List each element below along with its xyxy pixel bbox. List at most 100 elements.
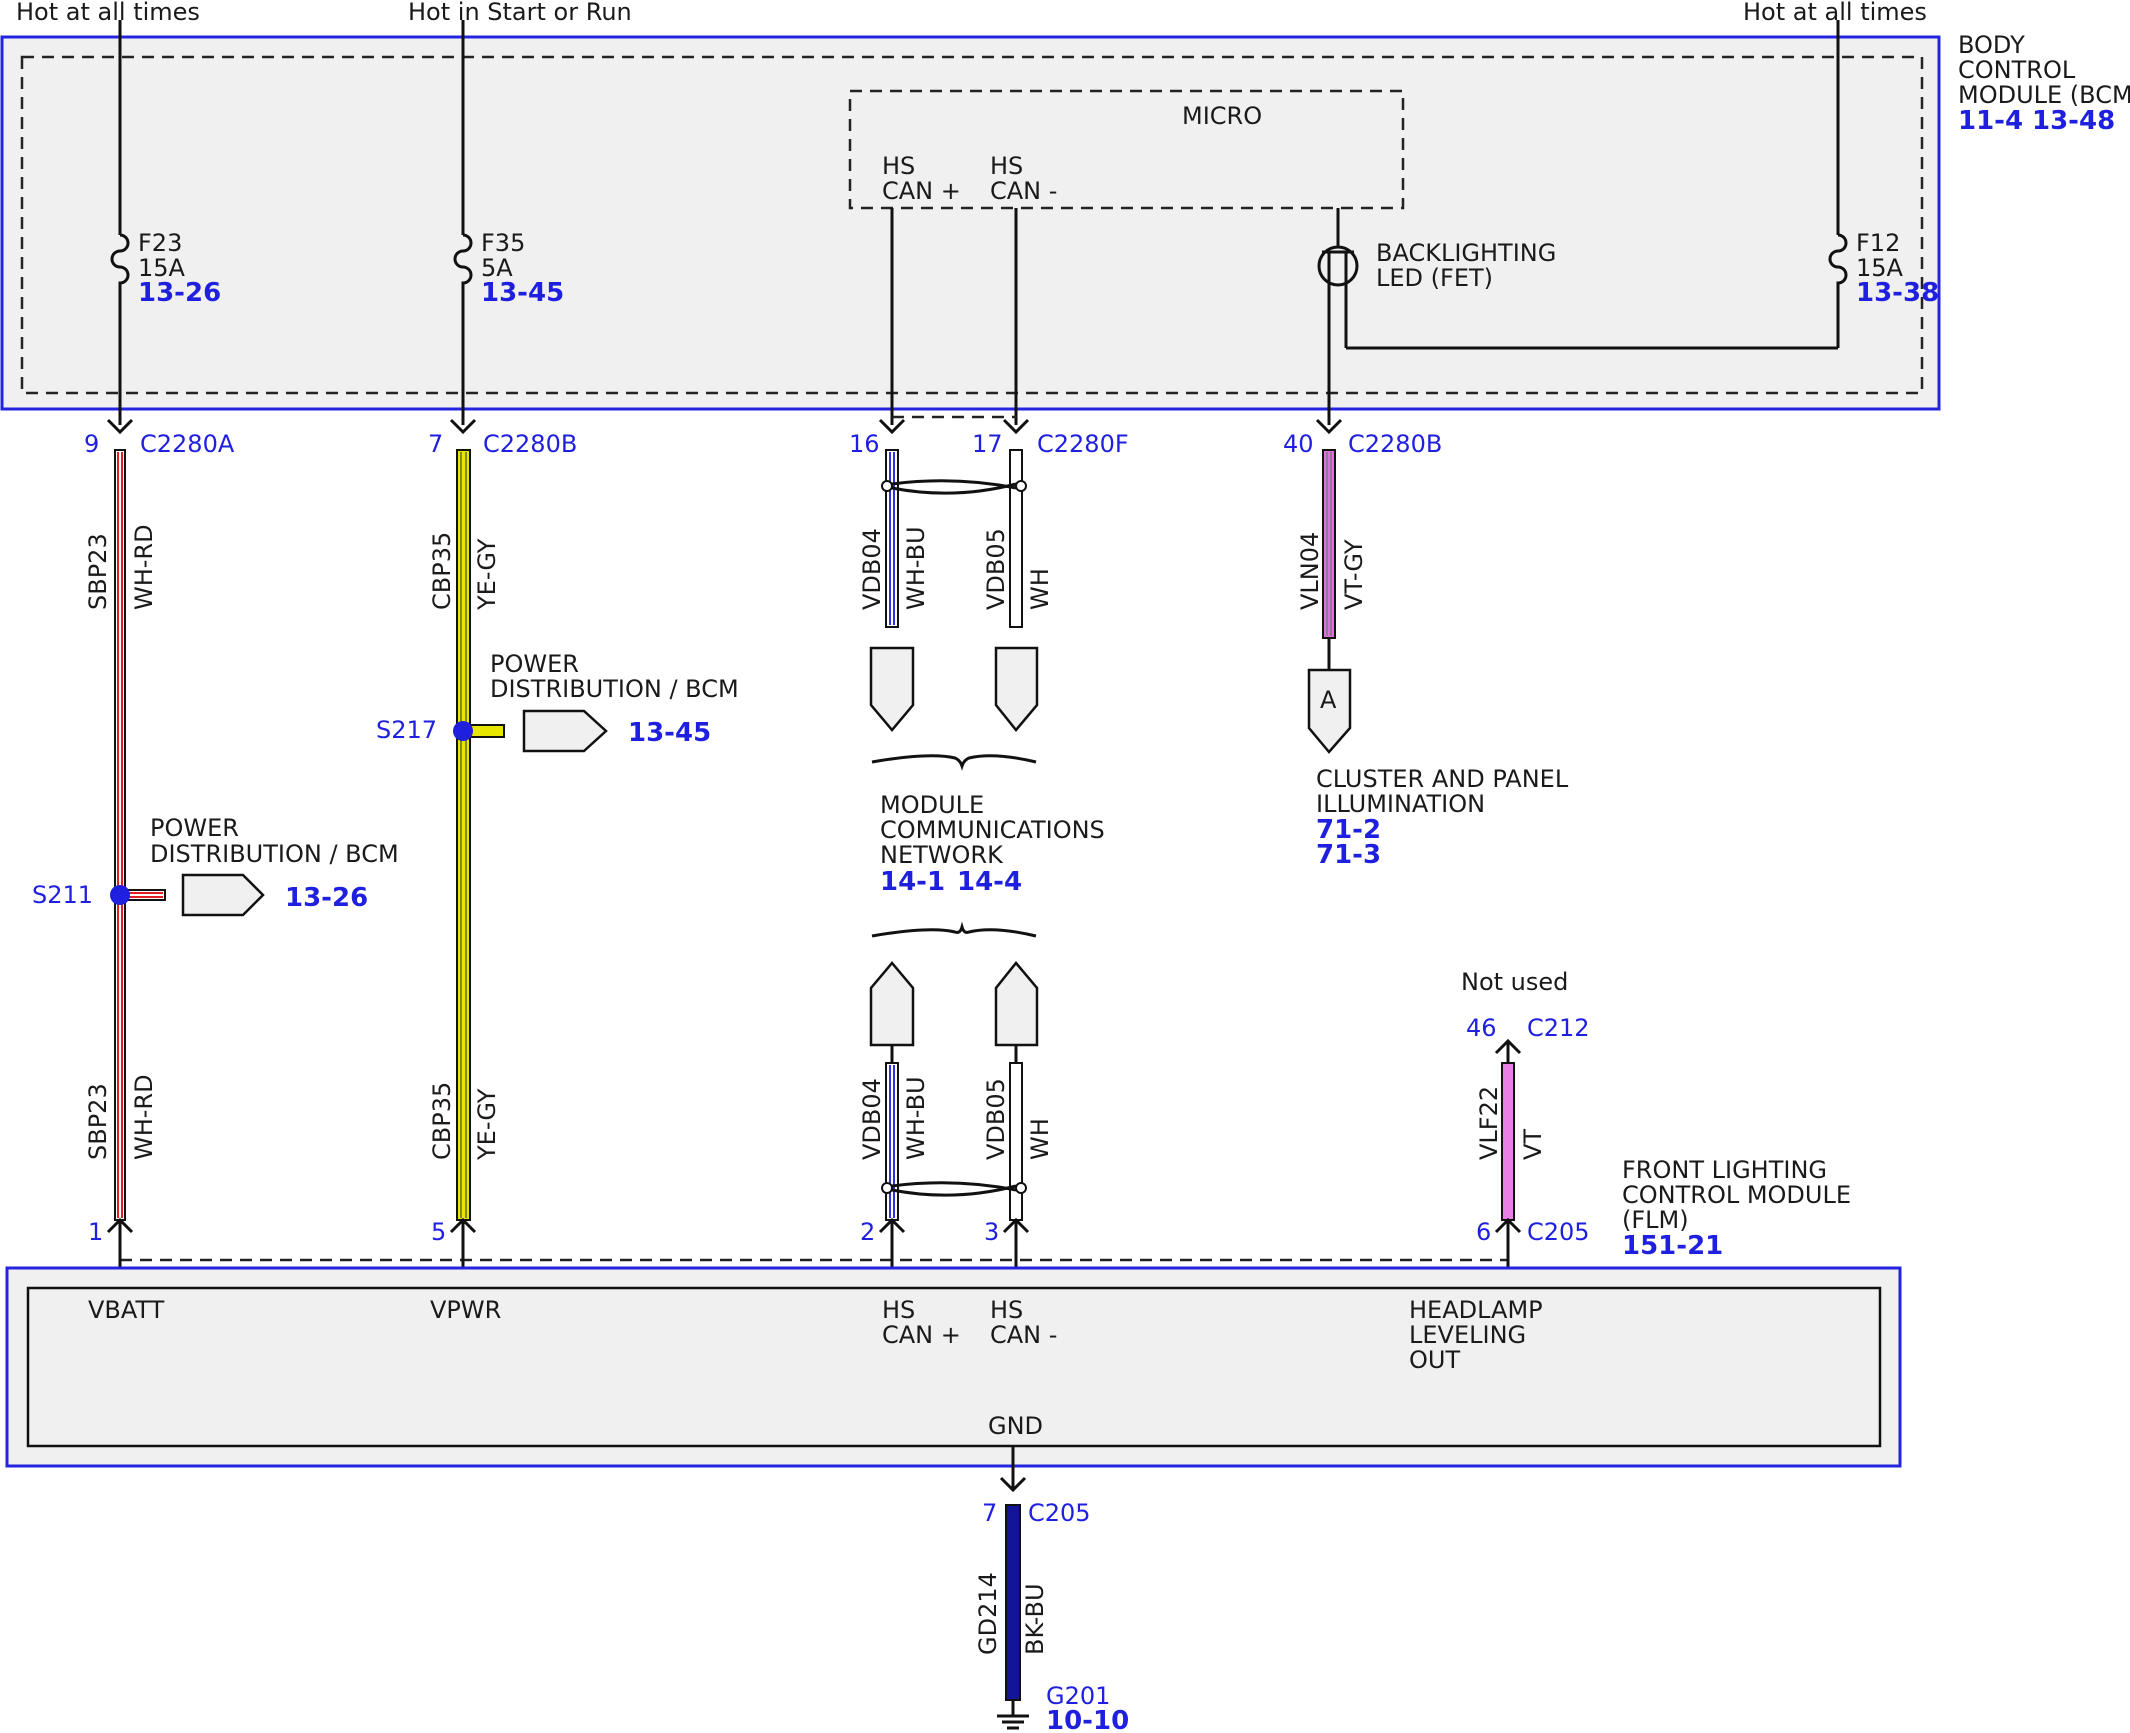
- flm-vpwr: VPWR: [430, 1296, 501, 1324]
- splice-s217: [453, 709, 608, 753]
- splice-s217-id: S217: [376, 716, 437, 744]
- cluster-desc-l1: CLUSTER AND PANEL: [1316, 765, 1569, 793]
- flm-title-line2: CONTROL MODULE: [1622, 1181, 1851, 1209]
- splice-s217-ref[interactable]: 13-45: [628, 718, 711, 748]
- wire-vdb04-color-bottom: WH-BU: [902, 1076, 930, 1160]
- conn-c2280f: C2280F: [1037, 430, 1129, 458]
- ground-symbol-icon: [997, 1700, 1029, 1730]
- bcm-ref-1[interactable]: 11-4: [1958, 106, 2023, 136]
- power-label-f12: Hot at all times: [1743, 0, 1927, 26]
- conn-c2280a: C2280A: [140, 430, 235, 458]
- conn-c212: C212: [1527, 1014, 1590, 1042]
- wire-vdb05-upper: [1009, 449, 1023, 628]
- cluster-ref-1[interactable]: 71-2: [1316, 815, 1381, 845]
- fuse-f23-ref[interactable]: 13-26: [138, 278, 221, 308]
- pin-40: 40: [1283, 430, 1314, 458]
- bcm-title-line1: BODY: [1958, 31, 2025, 59]
- wire-sbp23-circuit-bottom: SBP23: [84, 1083, 112, 1160]
- fuse-f23-name: F23: [138, 229, 182, 257]
- network-ref-2[interactable]: 14-4: [957, 867, 1022, 897]
- wire-cbp35-circuit-top: CBP35: [428, 532, 456, 610]
- flm-headlamp-l2: LEVELING: [1409, 1321, 1526, 1349]
- bcm-title-line2: CONTROL: [1958, 56, 2076, 84]
- bcm-outline: [0, 35, 1941, 411]
- wire-vlf22: [1501, 1062, 1515, 1221]
- flm-ref[interactable]: 151-21: [1622, 1231, 1723, 1261]
- wire-vdb04-lower: [885, 1062, 899, 1221]
- wire-vdb05-color-top: WH: [1026, 568, 1054, 610]
- connector-c205-7-icon: [999, 1476, 1027, 1493]
- pin-7: 7: [428, 430, 443, 458]
- network-ref-arrow-vdb05-icon: [994, 646, 1039, 732]
- power-label-f35: Hot in Start or Run: [408, 0, 632, 26]
- network-brace-top-icon: [871, 754, 1037, 771]
- micro-block: [848, 89, 1405, 210]
- connector-c2280f-16-icon: [878, 418, 906, 435]
- cluster-ref-2[interactable]: 71-3: [1316, 840, 1381, 870]
- wire-cbp35: [456, 449, 471, 1221]
- bcm-module: BODY CONTROL MODULE (BCM) 11-4 13-48 MIC…: [0, 20, 2130, 425]
- splice-s211-id: S211: [32, 881, 93, 909]
- flm-gnd: GND: [988, 1412, 1043, 1440]
- ground-ref[interactable]: 10-10: [1046, 1706, 1129, 1733]
- conn-c2280b: C2280B: [483, 430, 577, 458]
- fuse-f12-icon: [1828, 233, 1848, 300]
- network-desc-l1: MODULE: [880, 791, 984, 819]
- splice-s217-arrow-icon: [522, 709, 608, 753]
- fuse-f35-ref[interactable]: 13-45: [481, 278, 564, 308]
- network-ref-arrow-up-vdb05-icon: [994, 961, 1039, 1047]
- bcm-hs-can-minus-l2: CAN -: [990, 177, 1057, 205]
- splice-s211: [110, 873, 265, 917]
- fuse-f12-ref[interactable]: 13-38: [1856, 278, 1939, 308]
- conn-c2280b-40: C2280B: [1348, 430, 1442, 458]
- wire-cbp35-circuit-bottom: CBP35: [428, 1082, 456, 1160]
- power-label-f23: Hot at all times: [16, 0, 200, 26]
- connector-c2280b-40-icon: [1315, 418, 1343, 435]
- wire-vdb04-color-top: WH-BU: [902, 526, 930, 610]
- ground-pin-7: 7: [982, 1499, 997, 1527]
- wire-vdb04-upper: [885, 449, 899, 628]
- flm-title-line1: FRONT LIGHTING: [1622, 1156, 1827, 1184]
- fuse-f12-name: F12: [1856, 229, 1900, 257]
- wire-vdb05-lower: [1009, 1062, 1023, 1221]
- wire-vln04-color: VT-GY: [1340, 539, 1368, 610]
- top-connectors: [106, 415, 1343, 435]
- micro-label: MICRO: [1182, 102, 1262, 130]
- flm-inner: [26, 1286, 1882, 1448]
- bcm-hs-can-plus-l2: CAN +: [882, 177, 961, 205]
- pin-6: 6: [1476, 1218, 1491, 1246]
- splice-s211-arrow-icon: [181, 873, 265, 917]
- splice-s211-desc-l1: POWER: [150, 814, 239, 842]
- bcm-hs-can-minus-l1: HS: [990, 152, 1023, 180]
- flm-hs-can-minus-l1: HS: [990, 1296, 1023, 1324]
- splice-s217-desc-l1: POWER: [490, 650, 579, 678]
- bcm-inner-boundary: [20, 55, 1924, 395]
- network-ref-arrow-up-vdb04-icon: [869, 961, 915, 1047]
- wire-vln04-circuit: VLN04: [1296, 532, 1324, 610]
- wire-sbp23-color-top: WH-RD: [130, 524, 158, 610]
- wire-sbp23-circuit-top: SBP23: [84, 533, 112, 610]
- connector-c2280a-icon: [106, 418, 134, 435]
- splice-s211-ref[interactable]: 13-26: [285, 883, 368, 913]
- flm-headlamp-l3: OUT: [1409, 1346, 1460, 1374]
- wire-gd214-color: BK-BU: [1021, 1583, 1049, 1655]
- connector-c2280b-icon: [449, 418, 477, 435]
- wire-sbp23-color-bottom: WH-RD: [130, 1074, 158, 1160]
- pin-46: 46: [1466, 1014, 1497, 1042]
- network-brace-bottom-icon: [871, 921, 1037, 938]
- fuse-f35-icon: [453, 233, 473, 300]
- bcm-ref-2[interactable]: 13-48: [2032, 106, 2115, 136]
- wire-gd214-circuit: GD214: [974, 1572, 1002, 1655]
- fuse-f12-rating: 15A: [1856, 254, 1904, 282]
- wire-gd214: [1005, 1504, 1021, 1701]
- backlight-fet-icon: [1317, 245, 1359, 287]
- bcm-title-line3: MODULE (BCM): [1958, 81, 2130, 109]
- conn-c205: C205: [1527, 1218, 1590, 1246]
- wire-vdb04-circuit-top: VDB04: [858, 528, 886, 610]
- pin-2: 2: [860, 1218, 875, 1246]
- twisted-pair-bottom-icon: [881, 1181, 1027, 1197]
- wire-sbp23: [114, 449, 126, 1221]
- network-ref-1[interactable]: 14-1: [880, 867, 945, 897]
- ground-conn-c205: C205: [1028, 1499, 1091, 1527]
